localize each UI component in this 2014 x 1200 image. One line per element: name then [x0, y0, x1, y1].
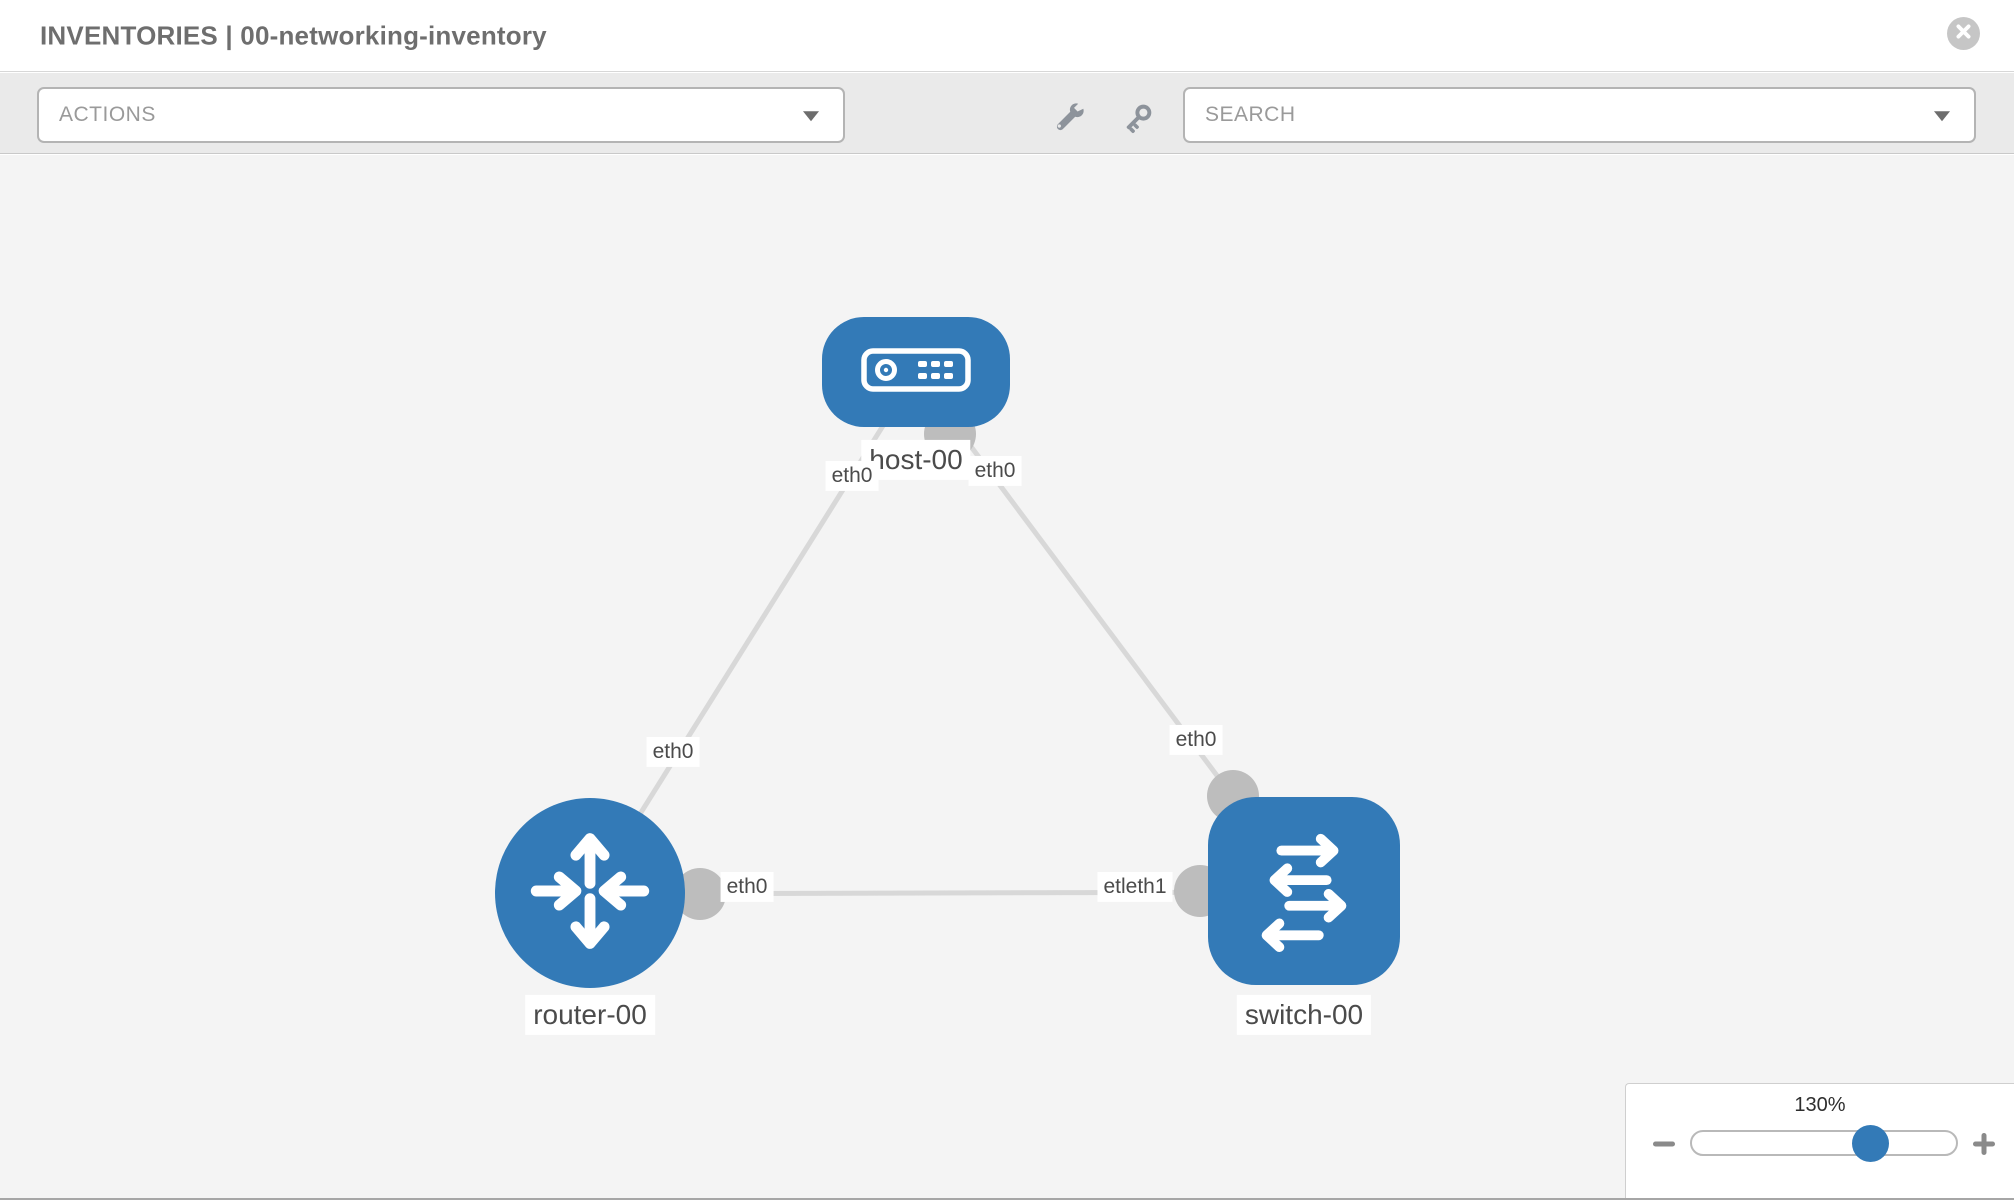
node-label-switch: switch-00 — [1236, 994, 1372, 1036]
iface-label: eth0 — [1169, 724, 1223, 756]
switch-icon — [1240, 825, 1368, 958]
chevron-down-icon — [1934, 111, 1950, 122]
connector-router-eth0[interactable] — [674, 868, 726, 920]
host-icon — [860, 347, 972, 398]
wrench-icon[interactable] — [1050, 101, 1086, 137]
zoom-in-button[interactable] — [1970, 1130, 1998, 1163]
search-dropdown[interactable]: SEARCH — [1183, 87, 1976, 143]
zoom-out-button[interactable] — [1650, 1130, 1678, 1163]
iface-label: eth0 — [720, 871, 774, 903]
topology-canvas[interactable]: host-00 router-00 switch-00 eth0 eth0 et… — [0, 155, 2014, 1198]
zoom-slider[interactable] — [1690, 1125, 1958, 1162]
actions-dropdown[interactable]: ACTIONS — [37, 87, 845, 143]
node-host-00[interactable] — [822, 317, 1010, 427]
page-title: INVENTORIES | 00-networking-inventory — [40, 20, 547, 50]
iface-label: etleth1 — [1097, 871, 1173, 903]
chevron-down-icon — [803, 111, 819, 122]
node-label-host: host-00 — [861, 439, 971, 481]
close-icon — [1955, 23, 1972, 45]
iface-label: eth0 — [646, 736, 700, 768]
links-layer — [587, 371, 1307, 920]
key-icon[interactable] — [1119, 101, 1155, 137]
zoom-panel: 130% — [1625, 1083, 2014, 1198]
node-label-router: router-00 — [525, 994, 655, 1036]
close-button[interactable] — [1947, 17, 1980, 50]
toolbar: ACTIONS SEARCH — [0, 73, 2014, 154]
search-dropdown-label: SEARCH — [1205, 103, 1296, 126]
iface-label: eth0 — [968, 455, 1022, 487]
actions-dropdown-label: ACTIONS — [59, 103, 156, 126]
interface-connectors — [674, 408, 1259, 920]
zoom-slider-knob[interactable] — [1852, 1125, 1889, 1162]
zoom-percent: 130% — [1794, 1094, 1846, 1116]
header: INVENTORIES | 00-networking-inventory — [0, 0, 2014, 72]
node-router-00[interactable] — [495, 798, 685, 988]
node-switch-00[interactable] — [1208, 797, 1400, 985]
router-icon — [526, 827, 654, 960]
iface-label: eth0 — [825, 460, 879, 492]
